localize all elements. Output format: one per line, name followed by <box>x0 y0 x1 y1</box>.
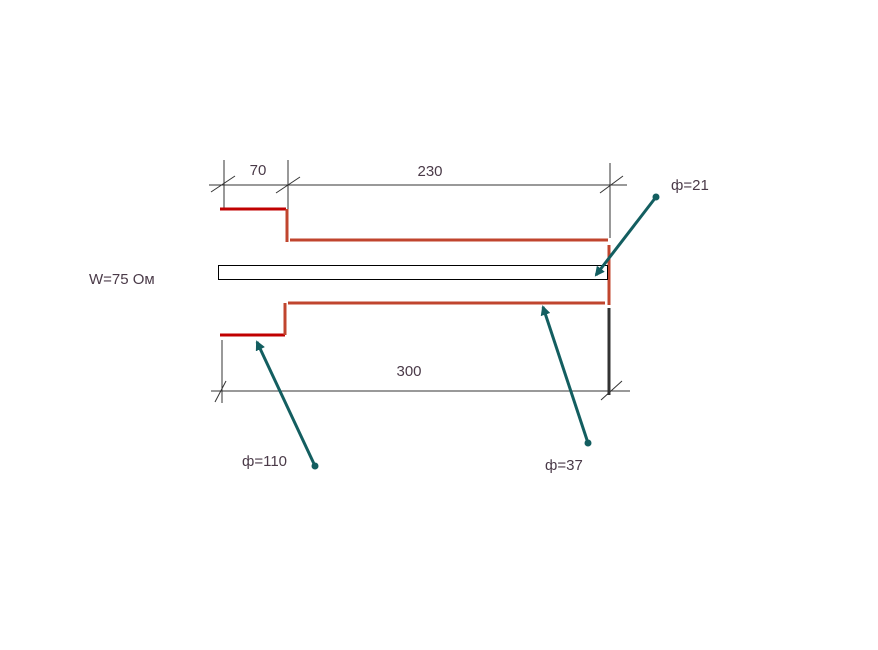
inner-conductor <box>218 265 608 280</box>
upper-conductor <box>220 207 608 242</box>
impedance-label: W=75 Ом <box>89 271 155 288</box>
top-dimension <box>209 160 627 238</box>
dim-300: 300 <box>396 363 421 380</box>
label-d21: ф=21 <box>671 177 709 194</box>
dim-70: 70 <box>250 162 267 179</box>
label-d110: ф=110 <box>242 453 287 470</box>
dim-230: 230 <box>417 163 442 180</box>
label-d37: ф=37 <box>545 457 583 474</box>
leader-d21 <box>594 193 660 277</box>
leader-d110 <box>255 340 319 470</box>
leader-d37 <box>540 305 592 447</box>
lower-conductor <box>220 301 605 337</box>
